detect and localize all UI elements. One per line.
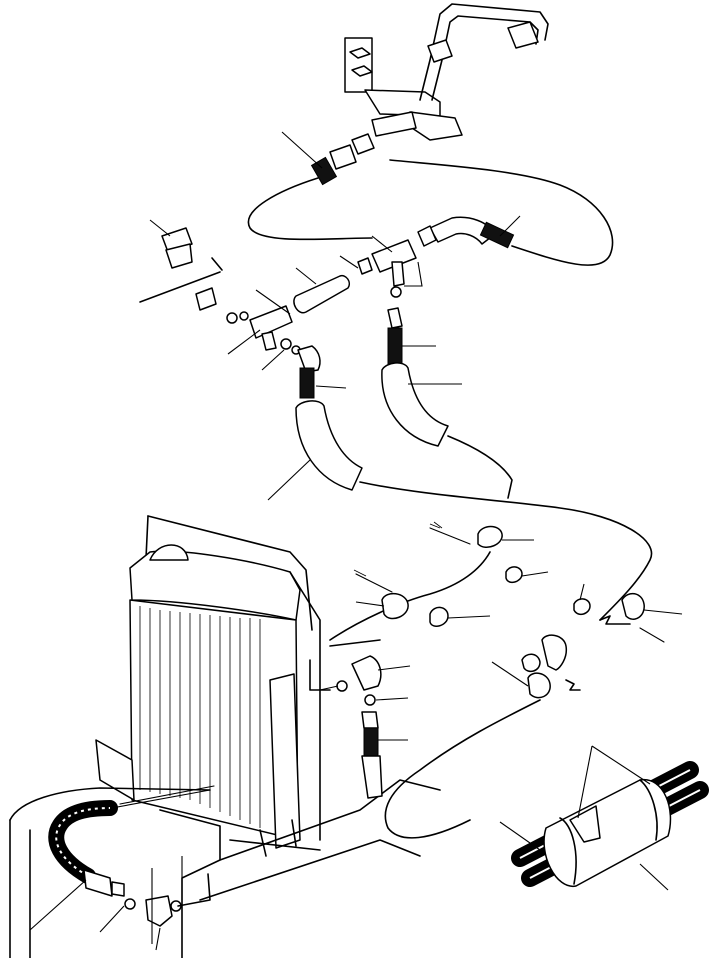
elbow-fitting-radiator bbox=[309, 639, 411, 799]
top-hose-fitting bbox=[281, 131, 375, 186]
elbow-fitting-left bbox=[297, 345, 347, 399]
hose-sleeve-left bbox=[267, 400, 363, 501]
hose-fitting-right bbox=[381, 307, 462, 447]
hose-clamp-4 bbox=[384, 634, 581, 839]
tee-fitting-left bbox=[226, 289, 301, 371]
heater-valve-bracket bbox=[344, 3, 549, 141]
hose-clamp-2 bbox=[353, 569, 491, 627]
elbow-fitting-right bbox=[417, 215, 521, 249]
engine-bracket-left bbox=[139, 219, 223, 311]
heater-hose-upper bbox=[247, 159, 614, 266]
fuel-tank-outline bbox=[9, 779, 441, 958]
heater-hose-middle bbox=[359, 435, 653, 621]
tee-fitting-right bbox=[339, 235, 423, 298]
hose-bundle-detail bbox=[499, 745, 709, 891]
inline-filter bbox=[293, 267, 351, 314]
heater-hose-lower bbox=[29, 785, 215, 951]
hose-clamp-3 bbox=[573, 583, 683, 643]
radiator-assembly bbox=[95, 515, 321, 857]
hose-clamp-1 bbox=[329, 521, 549, 641]
